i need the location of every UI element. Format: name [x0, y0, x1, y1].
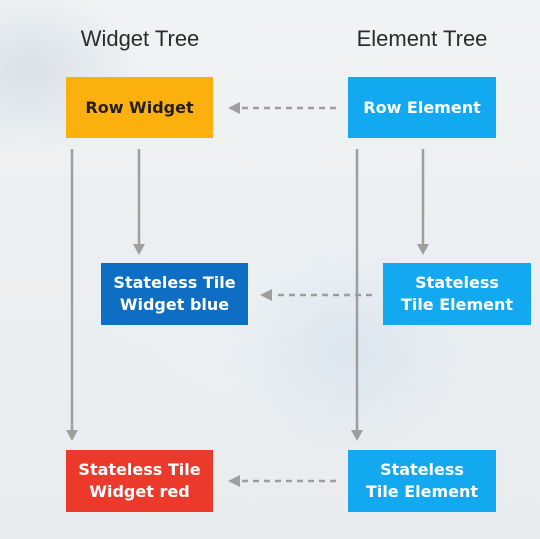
stateless-tile-element-2-line2: Tile Element — [365, 482, 479, 501]
stateless-tile-element-2-line1: Stateless — [380, 460, 464, 479]
arrowhead-left-red — [228, 475, 240, 487]
arrowhead-left-row-widget — [228, 102, 240, 114]
arrowhead-down-stateless-1 — [417, 244, 429, 255]
arrowhead-down-blue — [133, 244, 145, 255]
element-tree-title: Element Tree — [356, 26, 488, 51]
stateless-tile-element-node-2: Stateless Tile Element — [348, 450, 496, 512]
stateless-tile-element-1-line2: Tile Element — [400, 295, 514, 314]
row-element-node: Row Element — [348, 77, 496, 138]
row-widget-node: Row Widget — [66, 77, 213, 138]
arrowhead-left-blue — [260, 289, 272, 301]
stateless-tile-widget-red-line1: Stateless Tile — [78, 460, 201, 479]
stateless-tile-widget-red-line2: Widget red — [89, 482, 190, 501]
arrowhead-down-stateless-2 — [351, 430, 363, 441]
stateless-tile-widget-red-node: Stateless Tile Widget red — [66, 450, 213, 512]
arrowhead-down-red — [66, 430, 78, 441]
row-widget-label: Row Widget — [85, 97, 194, 117]
stateless-tile-widget-blue-line1: Stateless Tile — [113, 273, 236, 292]
stateless-tile-element-node-1: Stateless Tile Element — [383, 263, 531, 325]
widget-tree-title: Widget Tree — [80, 26, 200, 51]
stateless-tile-widget-blue-node: Stateless Tile Widget blue — [101, 263, 248, 325]
row-element-label: Row Element — [363, 97, 481, 117]
stateless-tile-element-1-line1: Stateless — [415, 273, 499, 292]
stateless-tile-widget-blue-line2: Widget blue — [119, 295, 230, 314]
